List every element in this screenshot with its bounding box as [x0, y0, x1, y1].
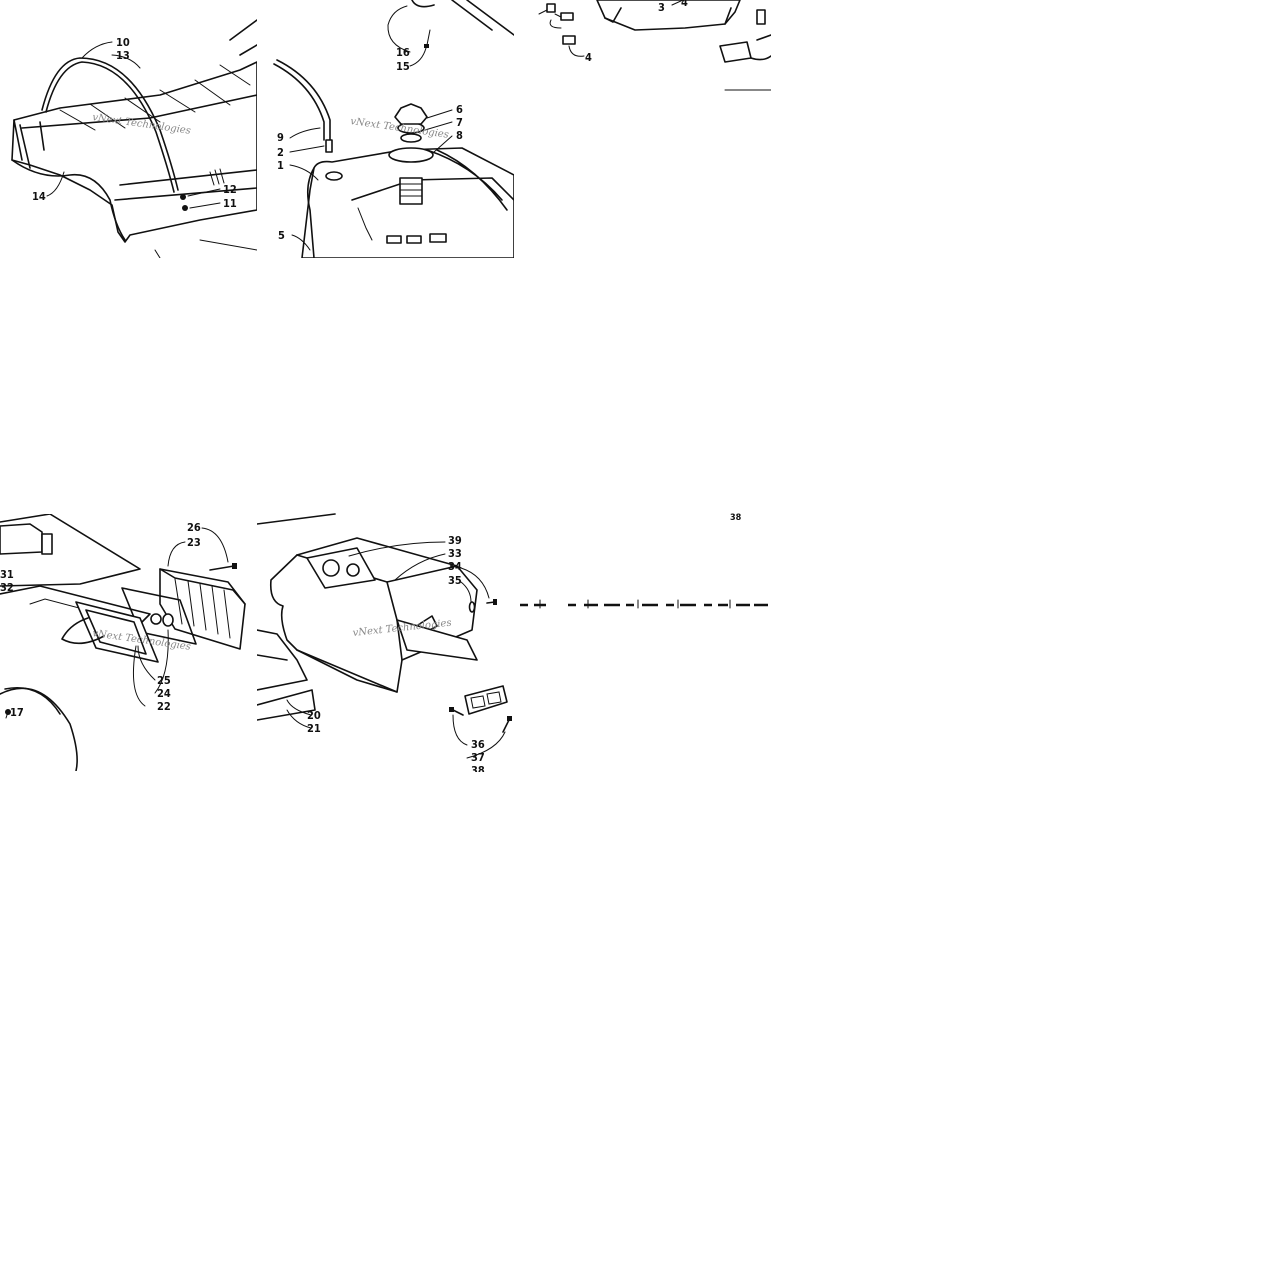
tank-fittings-drawing: 4 3 4 [538, 0, 771, 91]
callout-20: 20 [307, 709, 321, 722]
callout-38: 38 [471, 764, 485, 772]
callout-33: 33 [448, 547, 462, 560]
callout-26: 26 [187, 521, 201, 534]
rear-housing-drawing: 39 33 34 35 20 21 36 37 38 vNext Technol… [257, 513, 512, 772]
callout-39: 39 [448, 534, 462, 547]
callout-9: 9 [277, 131, 284, 144]
tile-taillight: 26 23 31 32 25 24 22 17 vNext Technologi… [0, 514, 257, 771]
callout-10: 10 [116, 36, 130, 49]
callout-1: 1 [277, 159, 284, 172]
callout-25: 25 [157, 674, 171, 687]
callout-14: 14 [32, 190, 46, 203]
callout-13: 13 [116, 49, 130, 62]
tile-fuel-tank: 16 15 9 2 1 5 6 7 8 vNext Technologies [262, 0, 514, 258]
callout-23: 23 [187, 536, 201, 549]
callout-16: 16 [396, 46, 410, 59]
callout-36: 36 [471, 738, 485, 751]
callout-4: 4 [585, 51, 592, 64]
callout-17: 17 [10, 706, 24, 719]
callout-12: 12 [223, 183, 237, 196]
tile-tank-fittings: 4 3 4 [525, 0, 771, 95]
callout-24: 24 [157, 687, 171, 700]
callout-4: 3 [658, 1, 665, 14]
callout-11: 11 [223, 197, 237, 210]
tile-seat: 10 13 14 12 11 vNext Technologies [0, 0, 257, 258]
fuel-tank-drawing: 16 15 9 2 1 5 6 7 8 vNext Technologies [273, 0, 514, 258]
callout-8: 8 [456, 129, 463, 142]
callout-35: 35 [448, 574, 462, 587]
callout-7: 7 [456, 116, 463, 129]
fragment-drawing: 38 [520, 513, 768, 609]
callout-32: 32 [0, 581, 14, 594]
callout-31: 31 [0, 568, 14, 581]
callout-15: 15 [396, 60, 410, 73]
callout-3: 4 [681, 0, 688, 9]
taillight-drawing: 26 23 31 32 25 24 22 17 vNext Technologi… [0, 514, 246, 771]
tile-rear-housing: 39 33 34 35 20 21 36 37 38 vNext Technol… [257, 510, 515, 772]
callout-34: 34 [448, 560, 462, 573]
callout-5: 5 [278, 229, 285, 242]
callout-21: 21 [307, 722, 321, 735]
seat-drawing: 10 13 14 12 11 vNext Technologies [11, 19, 257, 258]
callout-6: 6 [456, 103, 463, 116]
callout-2: 2 [277, 146, 284, 159]
callout-38-partial: 38 [730, 513, 742, 523]
callout-22: 22 [157, 700, 171, 713]
tile-fragment: 38 [518, 508, 770, 618]
callout-37: 37 [471, 751, 485, 764]
